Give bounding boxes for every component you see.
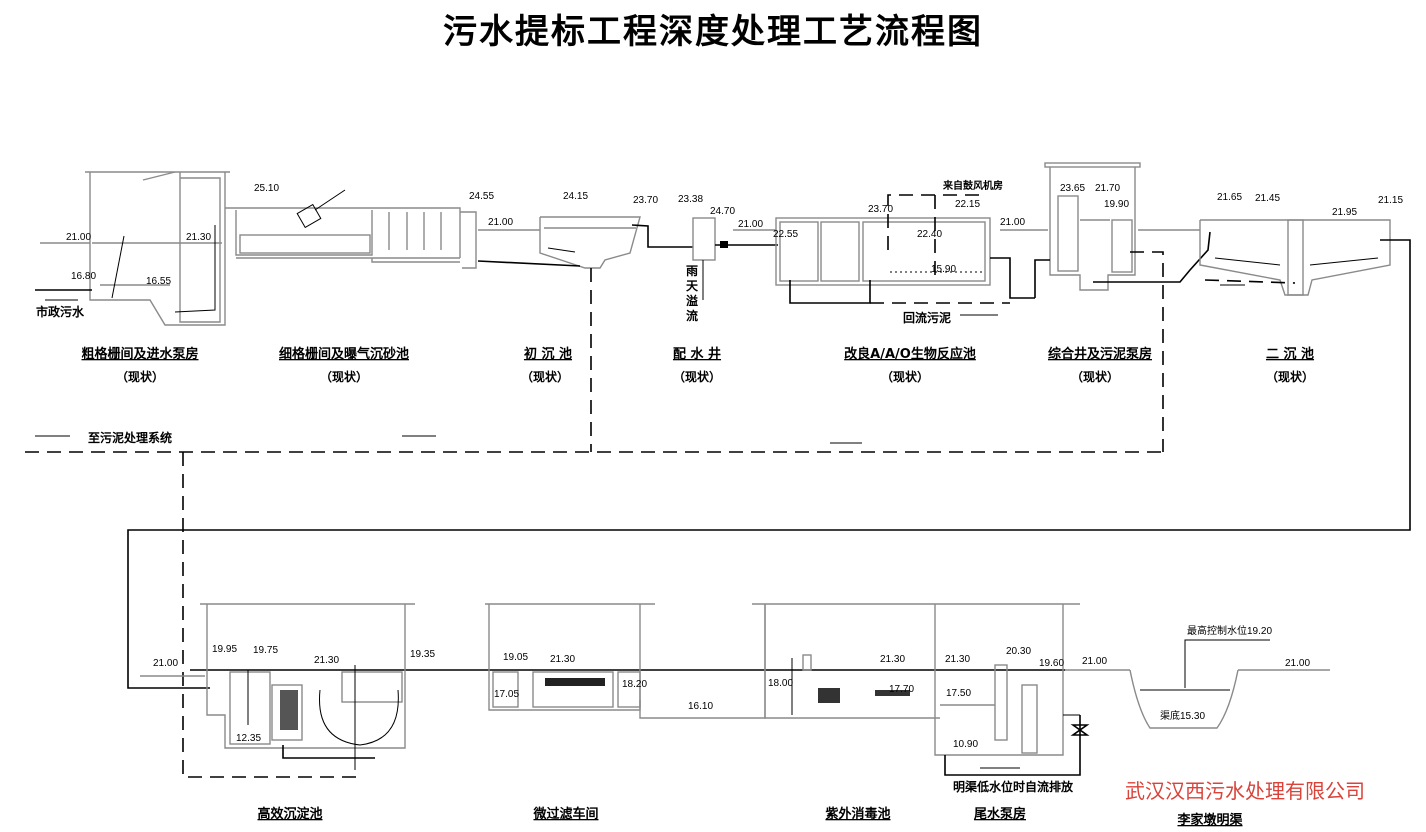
from-blower-room-label: 来自鼓风机房 [942,179,1003,192]
elevation: 25.10 [254,183,279,194]
svg-text:雨: 雨 [686,264,698,278]
unit-status: （现状） [116,369,164,384]
channel-bottom-elevation: 渠底15.30 [1160,709,1205,722]
unit-name: 细格栅间及曝气沉砂池 [279,346,409,362]
unit-name: 初 沉 池 [524,346,572,362]
distribution-well [692,217,778,300]
svg-text:溢: 溢 [686,293,698,308]
elevation: 15.90 [931,264,956,275]
elevation: 17.70 [889,684,914,695]
unit-name: 高效沉淀池 [257,806,322,822]
unit-status: （现状） [881,369,929,384]
secondary-clarifier [127,219,1411,689]
unit-status: （现状） [1266,369,1314,384]
unit-name: 二 沉 池 [1266,346,1314,362]
to-sludge-treatment-label: 至污泥处理系统 [88,430,172,445]
svg-text:天: 天 [686,279,699,293]
elevation: 21.00 [66,232,91,243]
unit-status: （现状） [320,369,368,384]
effluent-pump-house [934,604,1090,776]
municipal-sewage-label: 市政污水 [36,304,85,319]
top-unit-labels: 粗格栅间及进水泵房 （现状） 细格栅间及曝气沉砂池 （现状） 初 沉 池 （现状… [81,346,1314,384]
elevation: 23.65 [1060,183,1085,194]
elevation: 18.20 [622,679,647,690]
elevation: 17.05 [494,689,519,700]
elevation: 21.30 [880,654,905,665]
elevation: 24.55 [469,191,494,202]
elevation: 19.95 [212,644,237,655]
unit-name: 粗格栅间及进水泵房 [81,346,198,362]
elevation: 24.15 [563,191,588,202]
gravity-discharge-label: 明渠低水位时自流排放 [953,779,1074,794]
elevation: 23.70 [633,195,658,206]
elevation: 21.00 [488,217,513,228]
elevation: 19.05 [503,652,528,663]
micro-filtration-building [485,603,766,719]
elevation: 21.15 [1378,195,1403,206]
coarse-screen-pump-house [35,171,230,326]
company-watermark: 武汉汉西污水处理有限公司 [1125,779,1365,803]
bottom-unit-labels: 高效沉淀池 微过滤车间 紫外消毒池 尾水泵房 李家墩明渠 [257,806,1243,828]
elevation: 16.10 [688,701,713,712]
elevation: 21.30 [550,654,575,665]
unit-status: （现状） [1071,369,1119,384]
elevation: 12.35 [236,733,261,744]
elevation-labels: 21.00 16.80 21.30 16.55 25.10 24.55 21.0… [66,183,1403,750]
elevation: 16.55 [146,276,171,287]
elevation: 21.95 [1332,207,1357,218]
uv-disinfection-tank [752,603,1080,719]
rain-overflow-label: 雨 天 溢 流 [686,264,699,323]
unit-status: （现状） [521,369,569,384]
fine-screen-grit-chamber [225,189,477,269]
max-control-water-level: 最高控制水位19.20 [1187,624,1272,637]
elevation: 21.65 [1217,192,1242,203]
elevation: 10.90 [953,739,978,750]
unit-name: 李家墩明渠 [1176,812,1243,828]
elevation: 21.00 [1285,658,1310,669]
elevation: 21.00 [738,219,763,230]
elevation: 18.00 [768,678,793,689]
elevation: 16.80 [71,271,96,282]
unit-name: 微过滤车间 [532,806,598,822]
return-sludge-label: 回流污泥 [903,310,951,325]
elevation: 19.35 [410,649,435,660]
diagram-title: 污水提标工程深度处理工艺流程图 [443,12,983,52]
elevation: 21.30 [945,654,970,665]
unit-name: 改良A/A/O生物反应池 [844,346,976,362]
elevation: 21.00 [1000,217,1025,228]
elevation: 21.30 [186,232,211,243]
elevation: 21.00 [1082,656,1107,667]
unit-name: 尾水泵房 [974,806,1026,822]
aao-bioreactor [733,194,1048,316]
elevation: 22.15 [955,199,980,210]
lijiadun-open-channel [1065,639,1330,729]
elevation: 23.70 [868,204,893,215]
svg-text:流: 流 [686,308,698,323]
elevation: 19.75 [253,645,278,656]
unit-name: 综合井及污泥泵房 [1048,346,1152,362]
elevation: 22.40 [917,229,942,240]
unit-name: 配 水 井 [673,346,721,362]
elevation: 21.30 [314,655,339,666]
elevation: 22.55 [773,229,798,240]
elevation: 20.30 [1006,646,1031,657]
elevation: 21.45 [1255,193,1280,204]
unit-status: （现状） [673,369,721,384]
elevation: 24.70 [710,206,735,217]
high-efficiency-settling-tank [200,603,415,770]
primary-settling-tank [477,216,693,269]
elevation: 19.60 [1039,658,1064,669]
elevation: 19.90 [1104,199,1129,210]
combined-well-sludge-pump-house [1034,162,1211,452]
unit-name: 紫外消毒池 [825,806,890,822]
elevation: 17.50 [946,688,971,699]
elevation: 23.38 [678,194,703,205]
elevation: 21.70 [1095,183,1120,194]
elevation: 21.00 [153,658,178,669]
